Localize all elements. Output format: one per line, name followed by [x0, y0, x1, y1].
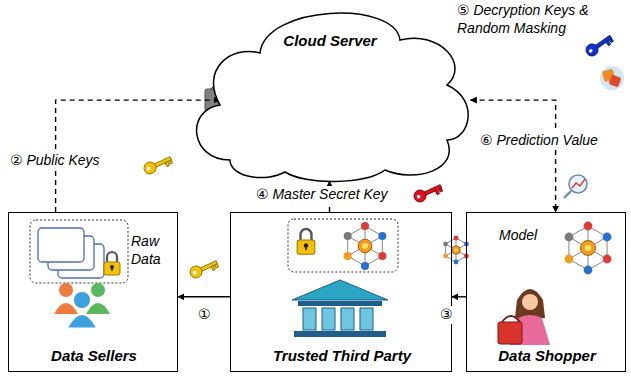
node-caption: Raw Data: [131, 233, 167, 268]
key-icon: [412, 181, 443, 204]
lock-keyhole: [111, 267, 113, 271]
network-core: [581, 241, 596, 256]
person-head: [59, 283, 73, 297]
bag-handle: [502, 316, 520, 322]
network-core: [454, 248, 458, 252]
network-node: [344, 252, 352, 260]
network-node: [454, 260, 459, 265]
magnifier-handle: [564, 191, 571, 198]
network-core: [452, 246, 460, 254]
lock-body: [297, 240, 315, 254]
key-head: [412, 188, 428, 204]
network-node: [584, 266, 593, 275]
key-icon: [188, 257, 219, 280]
key-tooth: [215, 264, 219, 268]
key-hole: [192, 270, 197, 275]
edge-label: ③: [438, 306, 455, 324]
lock-body: [104, 262, 120, 275]
bank-beam: [298, 301, 382, 306]
network-node: [603, 255, 612, 264]
trend-line: [572, 179, 585, 188]
lock-icon: [104, 252, 120, 275]
edge-label: ①: [196, 306, 213, 324]
person-body: [54, 303, 78, 314]
key-tooth: [165, 161, 169, 166]
network-icon: [443, 236, 469, 265]
group-outline: [288, 219, 398, 272]
key-hole: [588, 48, 593, 53]
network-node: [378, 232, 386, 240]
network-icon: [565, 222, 612, 275]
dice: [609, 75, 622, 88]
node-name: Trusted Third Party: [231, 347, 453, 366]
key-head: [584, 42, 601, 59]
shopping-bag: [498, 322, 522, 344]
edge-label: ④ Master Secret Key: [254, 186, 390, 204]
network-core: [585, 245, 592, 252]
network-node: [443, 254, 448, 259]
data-page: [38, 228, 84, 262]
bank-column: [341, 308, 354, 330]
key-tooth: [609, 38, 613, 42]
person-head: [522, 294, 538, 310]
lock-shackle: [301, 229, 312, 240]
solid-arrow: [178, 296, 230, 297]
network-node: [454, 236, 459, 241]
key-tooth: [439, 188, 443, 192]
network-icon: [344, 222, 387, 270]
key-hole: [416, 194, 421, 199]
key-tooth: [211, 265, 215, 270]
node-caption: Model: [499, 227, 559, 245]
key-icon: [584, 32, 615, 58]
network-node: [361, 222, 369, 230]
lock-keyhole: [305, 246, 307, 250]
bank-base: [294, 331, 386, 337]
network-node: [603, 233, 612, 242]
network-node: [565, 233, 574, 242]
network-core: [358, 239, 372, 253]
cloud-node: Cloud Server: [185, 5, 475, 183]
network-node: [584, 222, 593, 231]
key-head: [142, 160, 158, 176]
magnifier-glass: [569, 175, 587, 193]
party-box: Trusted Third Party: [230, 212, 452, 372]
lock-shackle: [107, 252, 117, 262]
network-node: [361, 262, 369, 270]
network-node: [378, 252, 386, 260]
lock-icon: [297, 229, 315, 254]
bank-roof: [292, 280, 388, 300]
key-tooth: [169, 160, 173, 164]
bank-column: [303, 308, 316, 330]
bank-column: [322, 308, 335, 330]
person-body: [86, 303, 110, 314]
edge-label: ⑥ Prediction Value: [478, 132, 600, 150]
party-box: ModelData Shopper: [466, 212, 626, 372]
dice-ground: [600, 66, 624, 90]
person-head: [91, 283, 105, 297]
key-head: [188, 264, 204, 280]
key-icon: [142, 153, 173, 176]
party-box: Raw DataData Sellers: [8, 212, 178, 372]
edge-label: ② Public Keys: [8, 152, 102, 170]
key-hole: [146, 166, 151, 171]
hair: [515, 289, 545, 318]
network-node: [565, 255, 574, 264]
network-node: [344, 232, 352, 240]
node-name: Data Shopper: [467, 347, 627, 366]
key-tooth: [435, 189, 439, 194]
step-note: ⑤ Decryption Keys & Random Masking: [455, 2, 619, 37]
node-name: Data Sellers: [9, 347, 179, 366]
network-node: [443, 242, 448, 247]
person-body: [68, 315, 96, 328]
person-head: [74, 292, 90, 308]
dashed-arrow: [471, 100, 556, 212]
group-outline: [30, 220, 128, 283]
network-core: [362, 243, 368, 249]
cloud-shape: [185, 5, 475, 183]
solid-arrow: [452, 296, 466, 297]
bank-column: [360, 308, 373, 330]
node-name: Cloud Server: [185, 32, 475, 51]
